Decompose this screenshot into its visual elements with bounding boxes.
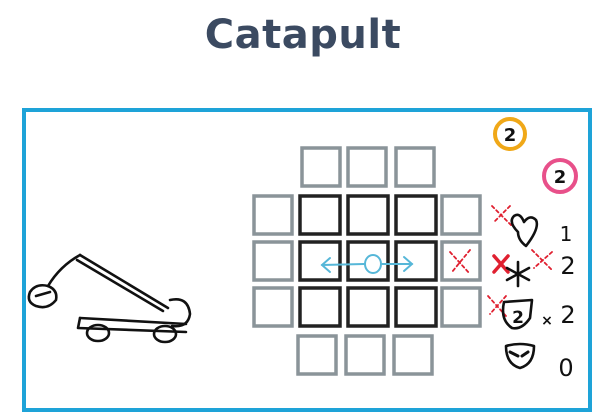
orange-badge-value: 2 bbox=[504, 125, 517, 146]
grid-cell-outer bbox=[252, 240, 294, 282]
heart-icon bbox=[510, 213, 539, 248]
legend-mask-value: 0 bbox=[558, 354, 573, 382]
catapult-sketch bbox=[27, 253, 192, 344]
catapult-wheel-back bbox=[152, 324, 178, 344]
catapult-arm bbox=[78, 253, 170, 310]
grid-cell-inner bbox=[394, 286, 438, 328]
legend-heart-value: 1 bbox=[560, 222, 573, 246]
catapult-bucket bbox=[27, 283, 58, 309]
asterisk-icon bbox=[505, 260, 531, 288]
grid-cell-inner bbox=[346, 240, 390, 282]
dashed-x-icon bbox=[449, 251, 471, 275]
inner-grid bbox=[298, 194, 438, 328]
red-x-marks bbox=[449, 205, 553, 317]
legend-shield-value: 2 bbox=[560, 301, 575, 329]
pink-badge: 2 bbox=[542, 158, 578, 194]
catapult-sling bbox=[46, 253, 82, 288]
pink-badge-value: 2 bbox=[554, 167, 567, 188]
grid-cell-outer bbox=[392, 334, 434, 376]
center-circle-icon bbox=[364, 254, 382, 274]
grid-cell-outer bbox=[344, 334, 386, 376]
shield-icon bbox=[501, 298, 534, 330]
diagram-frame bbox=[22, 108, 592, 412]
page-title: Catapult bbox=[204, 12, 402, 58]
arrow-left-line bbox=[321, 263, 365, 266]
catapult-arm-edge bbox=[75, 258, 165, 313]
catapult-bucket-line bbox=[34, 290, 52, 298]
grid-cell-outer bbox=[346, 146, 388, 188]
outer-grid bbox=[252, 146, 482, 376]
arrow-left-icon bbox=[320, 257, 331, 273]
arrow-right-icon bbox=[403, 256, 414, 272]
legend-shield-multiplier: × bbox=[541, 313, 553, 329]
catapult-base-top bbox=[78, 316, 188, 326]
catapult-pivot bbox=[168, 298, 192, 328]
dashed-x-icon bbox=[491, 205, 513, 227]
grid-cell-outer bbox=[252, 194, 294, 236]
grid-cell-outer bbox=[252, 286, 294, 328]
grid-cell-outer bbox=[300, 146, 342, 188]
orange-badge: 2 bbox=[493, 117, 527, 151]
grid-cell-inner bbox=[346, 194, 390, 236]
grid-cell-outer bbox=[394, 146, 436, 188]
grid-cell-inner bbox=[346, 286, 390, 328]
legend bbox=[501, 213, 539, 370]
center-marker bbox=[320, 254, 414, 274]
legend-shield-badge: 2 bbox=[512, 308, 524, 328]
grid-cell-outer bbox=[440, 240, 482, 282]
grid-cell-inner bbox=[394, 240, 438, 282]
catapult-base-bottom bbox=[76, 316, 188, 334]
grid-cell-outer bbox=[440, 194, 482, 236]
grid-cell-inner bbox=[298, 194, 342, 236]
grid-cell-inner bbox=[298, 286, 342, 328]
grid-cell-outer bbox=[440, 286, 482, 328]
catapult-wheel-front bbox=[85, 323, 111, 343]
grid-cell-inner bbox=[298, 240, 342, 282]
red-x-icon bbox=[492, 254, 510, 274]
grid-cell-inner bbox=[394, 194, 438, 236]
grid-cell-outer bbox=[296, 334, 338, 376]
legend-asterisk-value: 2 bbox=[560, 252, 575, 280]
mask-icon bbox=[504, 342, 536, 370]
